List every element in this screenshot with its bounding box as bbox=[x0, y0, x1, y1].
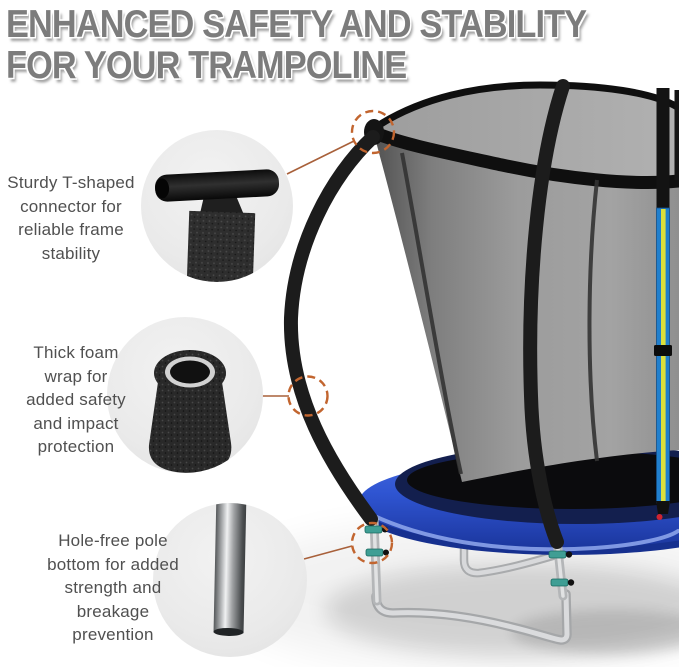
callout-leader-lines bbox=[262, 140, 355, 560]
zipper-tip bbox=[656, 514, 663, 520]
clamp-teal bbox=[364, 525, 383, 534]
clamp-teal bbox=[365, 548, 384, 557]
net-seam bbox=[400, 152, 463, 475]
zipper-clamp bbox=[654, 345, 672, 356]
enclosure-pole-right bbox=[523, 79, 575, 601]
callout-text-foam-wrap: Thick foam wrap for added safety and imp… bbox=[26, 343, 126, 456]
pole-bottom-photo-icon bbox=[153, 503, 307, 657]
foam-wrap-photo-icon bbox=[107, 317, 263, 473]
net-opening bbox=[373, 87, 679, 182]
safety-net bbox=[364, 81, 679, 482]
title-line-2: FOR YOUR TRAMPOLINE bbox=[6, 44, 407, 87]
rim-back bbox=[369, 81, 679, 133]
clamp-teal bbox=[550, 578, 569, 587]
leader-line-3 bbox=[303, 545, 353, 560]
highlight-circle-top bbox=[350, 109, 396, 155]
title-line-1: ENHANCED SAFETY AND STABILITY bbox=[6, 3, 587, 46]
leader-line-1 bbox=[286, 140, 355, 175]
enclosure-pole-left bbox=[283, 130, 389, 606]
callout-text-pole-bottom: Hole-free pole bottom for added strength… bbox=[47, 531, 179, 644]
t-connector-photo-icon bbox=[141, 130, 293, 282]
net-seam bbox=[587, 179, 599, 462]
clamp-teal bbox=[548, 550, 567, 559]
highlight-circle-bottom bbox=[350, 521, 394, 565]
rim-front bbox=[366, 125, 679, 190]
edge-pole bbox=[674, 90, 679, 180]
highlight-circles bbox=[287, 109, 396, 565]
highlight-circle-middle bbox=[287, 375, 329, 417]
pad-front-highlight bbox=[364, 510, 679, 552]
zipper-pole bbox=[654, 88, 672, 520]
trampoline-legs bbox=[371, 517, 611, 645]
callout-text-t-connector: Sturdy T-shaped connector for reliable f… bbox=[7, 173, 135, 263]
page-title: ENHANCED SAFETY AND STABILITY FOR YOUR T… bbox=[6, 4, 665, 86]
